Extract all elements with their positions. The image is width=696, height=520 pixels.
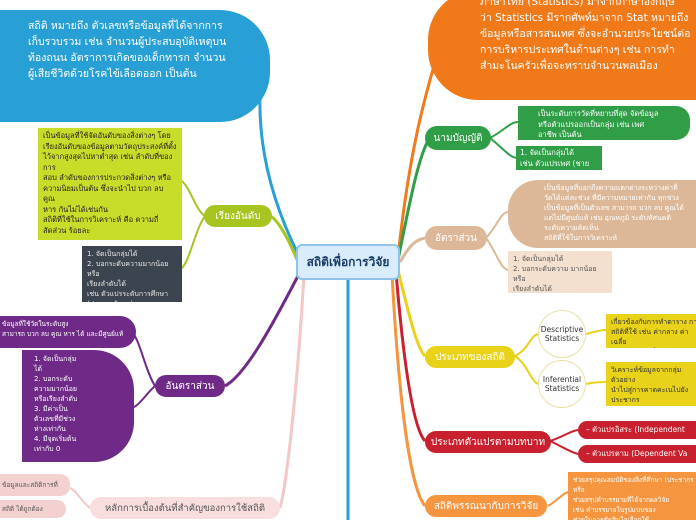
nominal-desc: เป็นระดับการวัดที่หยาบที่สุด จัดข้อมูล ห…	[518, 106, 690, 140]
descriptive-research-text: ช่วยสรุปคุณสมบัติของสิ่งที่ศึกษา (ประชาก…	[568, 472, 696, 520]
branch-ratio[interactable]: อัตราส่วน	[425, 226, 487, 250]
ratio-desc: เป็นข้อมูลที่บอกถึงความแตกต่างระหว่างค่า…	[508, 180, 696, 248]
branch-descriptive-research[interactable]: สถิติพรรณนากับการวิจัย	[425, 495, 547, 517]
interval-desc: ข้อมูลที่ใช้วัดในระดับสูง สามารถ บวก ลบ …	[0, 316, 136, 348]
link-variables	[394, 271, 427, 443]
branch-variable-types[interactable]: ประเภทตัวแปรตามบทบาท	[425, 431, 551, 453]
principles-item-1: ข้อมูลและสถิติการที่	[0, 474, 70, 496]
branch-principles[interactable]: หลักการเบื้องต้นที่สำคัญของการใช้สถิติ	[90, 497, 280, 519]
link-types-inf	[514, 355, 539, 385]
link-ratio	[398, 236, 426, 263]
inferential-text: วิเคราะห์ข้อมูลจากกลุ่มตัวอย่าง นำไปสู่ก…	[606, 362, 696, 406]
link-choosing	[390, 273, 427, 507]
descriptive-statistics[interactable]: Descriptive Statistics	[538, 310, 586, 358]
link-interval	[224, 271, 302, 388]
descriptive-text: เกี่ยวข้องกับการทำตาราง การ สถิติที่ใช้ …	[606, 314, 696, 348]
link-types	[396, 269, 427, 358]
link-ratio-note	[485, 237, 509, 271]
principles-item-2: สถิติ ได้ถูกต้อง	[0, 500, 66, 518]
link-inf-text	[585, 381, 607, 385]
link-principles-1	[69, 487, 91, 509]
link-interval-note	[131, 385, 156, 409]
branch-interval[interactable]: อันตราส่วน	[155, 375, 225, 397]
nominal-note: 1. จัดเป็นกลุ่มได้ เช่น ตัวแปรเพศ (ชาย ห…	[516, 146, 602, 170]
link-types-desc	[514, 333, 539, 357]
ordinal-desc: เป็นข้อมูลที่ใช้จัดอันดับของสิ่งต่างๆ โด…	[38, 128, 182, 240]
link-desc-text	[585, 329, 607, 335]
ratio-note: 1. จัดเป็นกลุ่มได้ 2. บอกระดับความ มากน้…	[508, 251, 612, 293]
link-nominal-note	[489, 137, 519, 159]
independent-variable[interactable]: – ตัวแปรอิสระ (Independent	[578, 421, 696, 439]
branch-ordinal[interactable]: เรียงอันดับ	[204, 205, 272, 227]
definition-bubble: สถิติ หมายถึง ตัวเลขหรือข้อมูลที่ได้จากก…	[0, 10, 270, 122]
link-ratio-desc	[485, 211, 509, 239]
inferential-statistics[interactable]: Inferential Statistics	[538, 360, 586, 408]
link-nominal-desc	[489, 121, 519, 139]
link-interval-desc	[131, 331, 156, 387]
link-var-dep	[549, 440, 579, 455]
central-topic[interactable]: สถิติเพื่อการวิจัย	[296, 244, 400, 280]
interval-note: 1. จัดเป็นกลุ่ม ได้ 2. บอกระดับ ความมากน…	[22, 350, 134, 462]
link-var-ind	[549, 429, 579, 442]
dependent-variable[interactable]: – ตัวแปรตาม (Dependent Va	[578, 445, 696, 463]
origin-bubble: ภาษาไทย (Statistics) มาจากภาษาอังกฤษ ว่า…	[428, 0, 696, 100]
branch-statistics-types[interactable]: ประเภทของสถิติ	[425, 346, 515, 368]
link-ordinal-desc	[179, 179, 206, 217]
link-choosing-text	[547, 491, 569, 507]
link-principles	[278, 275, 306, 509]
branch-nominal[interactable]: นามบัญญัติ	[425, 126, 491, 150]
link-ordinal-note	[181, 215, 206, 269]
ordinal-note: 1. จัดเป็นกลุ่มได้ 2. บอกระดับความมากน้อ…	[82, 246, 182, 302]
